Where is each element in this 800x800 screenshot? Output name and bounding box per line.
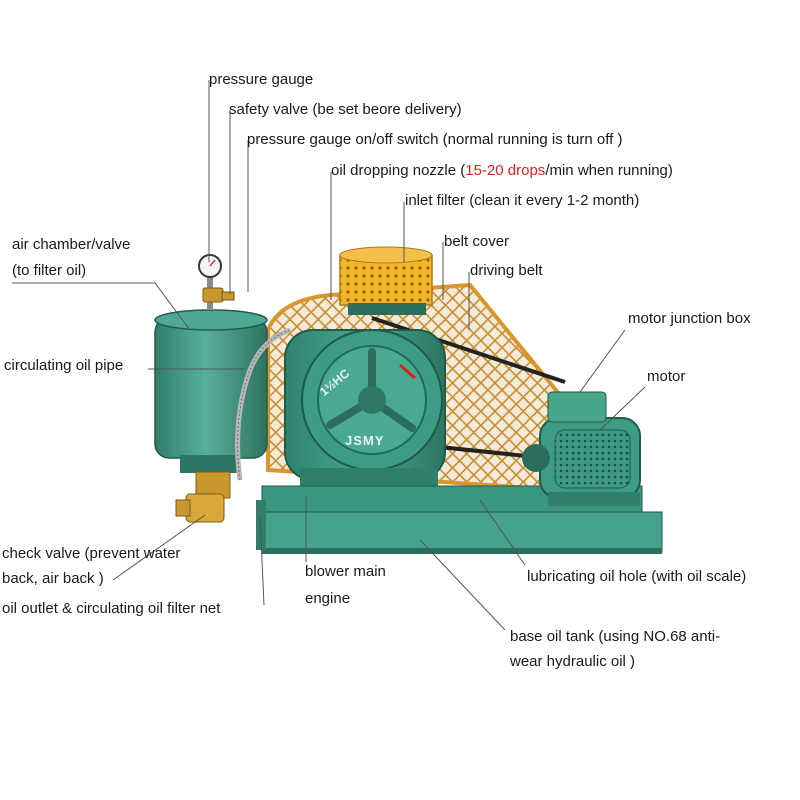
badge-brand: JSMY xyxy=(345,433,384,448)
label-check-valve-note: back, air back ) xyxy=(2,570,104,587)
check-valve xyxy=(175,471,231,523)
motor-junction-box xyxy=(547,391,607,423)
label-safety-valve: safety valve (be set beore delivery) xyxy=(229,101,462,118)
leader-lines xyxy=(12,80,646,631)
label-base-oil-tank: base oil tank (using NO.68 anti- xyxy=(510,628,721,645)
label-motor-junction-box: motor junction box xyxy=(628,310,751,327)
label-pressure-gauge: pressure gauge xyxy=(209,71,314,88)
circulating-oil-pipe xyxy=(235,327,291,481)
label-oil-dropping-nozzle: oil dropping nozzle (15-20 drops/min whe… xyxy=(331,160,673,182)
label-oil-outlet: oil outlet & circulating oil filter net xyxy=(2,600,221,617)
safety-valve xyxy=(202,287,235,303)
label-base-oil-tank-note: wear hydraulic oil ) xyxy=(510,653,636,670)
nozzle-text-post: /min when running) xyxy=(545,162,673,179)
air-chamber-tank xyxy=(154,309,268,473)
label-air-chamber: air chamber/valve xyxy=(12,236,131,253)
label-lubricating-oil-hole: lubricating oil hole (with oil scale) xyxy=(527,568,747,585)
label-belt-cover: belt cover xyxy=(444,233,510,250)
inlet-filter xyxy=(339,246,433,315)
motor xyxy=(522,417,641,506)
label-blower-engine: engine xyxy=(305,590,351,607)
label-check-valve: check valve (prevent water xyxy=(2,545,181,562)
label-gauge-switch: pressure gauge on/off switch (normal run… xyxy=(247,131,623,148)
nozzle-text-pre: oil dropping nozzle ( xyxy=(331,162,466,179)
nozzle-drop-rate: 15-20 drops xyxy=(465,162,546,179)
blower-main-engine: 1½HC JSMY xyxy=(284,329,446,488)
label-driving-belt: driving belt xyxy=(470,262,543,279)
base-oil-tank xyxy=(256,485,663,554)
label-circulating-oil-pipe: circulating oil pipe xyxy=(4,357,124,374)
label-blower-main: blower main xyxy=(305,563,386,580)
label-inlet-filter: inlet filter (clean it every 1-2 month) xyxy=(405,192,640,209)
label-air-chamber-note: (to filter oil) xyxy=(12,262,87,279)
label-motor: motor xyxy=(647,368,686,385)
